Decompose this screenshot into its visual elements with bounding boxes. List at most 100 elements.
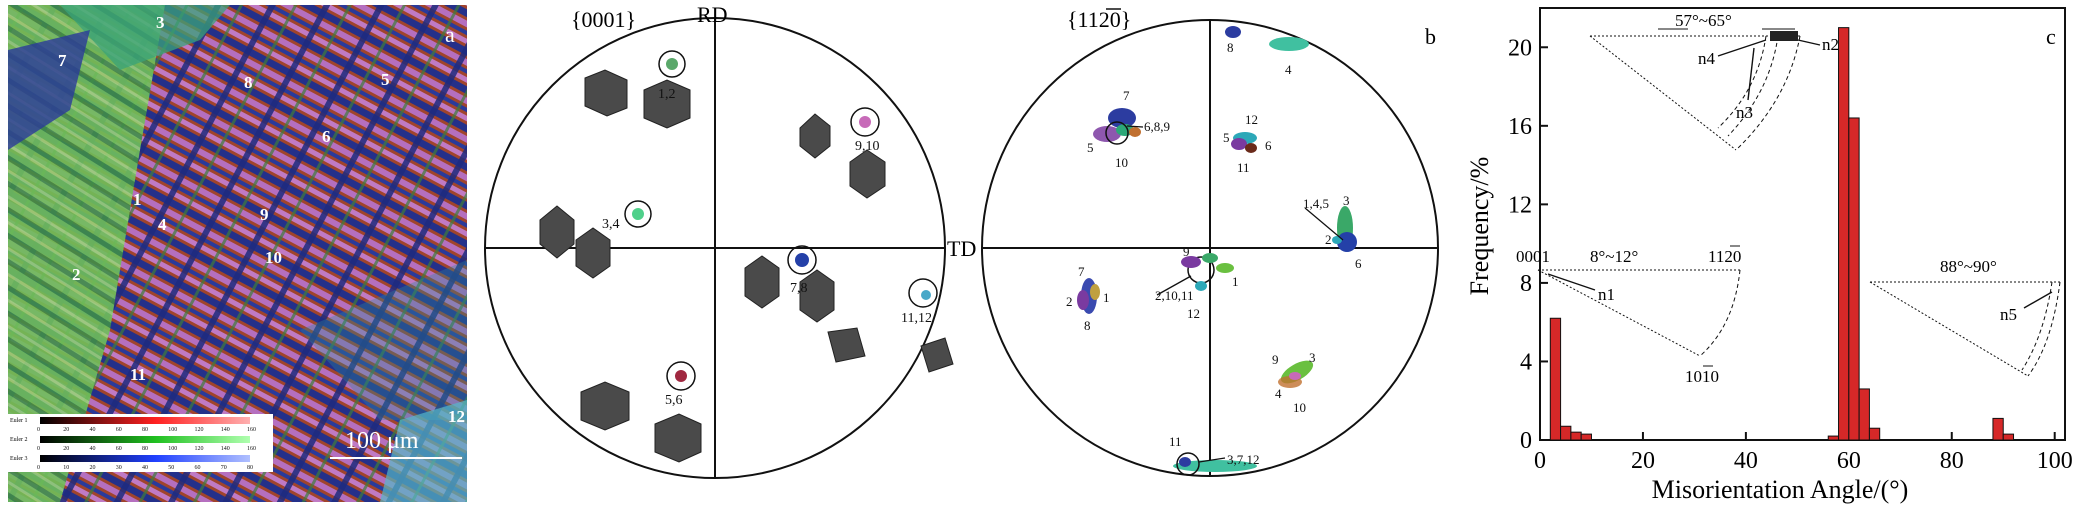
histogram-bar [1848,117,1860,441]
inset-left: 0001 8°~12° 1120 1010 n1 [1516,245,1741,386]
spot-label: 9 [1272,352,1279,367]
grain-label: 5 [381,70,390,89]
pole-spots [1077,26,1357,476]
inset-pole-label: n2 [1822,35,1839,54]
y-tick-label: 12 [1508,192,1532,218]
x-axis-label: Misorientation Angle/(°) [1652,475,1909,504]
spot-label: 5,6 [665,393,683,408]
spot-label: 10 [1293,400,1306,415]
histogram-bar [1549,317,1562,441]
spot-label: 7 [1078,264,1085,279]
y-tick-label: 16 [1508,114,1532,140]
legend-tick-label: 10 [63,465,69,471]
spot-label: 9 [1183,244,1190,259]
legend-tick-label: 0 [37,465,40,471]
legend-label: Euler 2 [10,437,28,443]
x-tick-label: 0 [1534,448,1546,474]
x-tick-label: 20 [1631,448,1655,474]
legend-tick-label: 40 [90,446,96,452]
legend-tick-label: 60 [195,465,201,471]
pf-title: {0001} [571,7,636,32]
spot-label: 4 [1275,386,1282,401]
inset-range: 8°~12° [1590,247,1638,266]
y-tick-label: 20 [1508,35,1532,61]
spot-label: 2,10,11 [1155,288,1194,303]
panel-letter: b [1425,24,1436,49]
histogram-bar [1570,431,1582,441]
legend-tick-label: 120 [195,446,204,452]
rd-label: RD [697,2,728,27]
legend-tick-label: 80 [247,465,253,471]
y-tick-label: 4 [1520,349,1532,375]
x-tick-label: 80 [1940,448,1964,474]
misorientation-histogram: c Frequency/% Misorientation Angle/(°) 0… [1465,7,2073,504]
inset-range: 57°~65° [1675,11,1732,30]
inset-pole-label: 0001 [1516,247,1550,266]
spot-label: 6 [1355,256,1362,271]
x-tick-label: 40 [1734,448,1758,474]
inset-pole-label: 1010 [1685,367,1719,386]
histogram-bar [1827,435,1840,441]
scale-bar-label: 100 μm [345,428,419,454]
inset-pole-label: n1 [1598,285,1615,304]
legend-tick-label: 50 [168,465,174,471]
y-tick-label: 0 [1520,428,1532,454]
pole-figure-1120: {1120} b [981,7,1439,477]
spot-label: 3,4 [602,217,620,232]
spot-label: 1 [1103,290,1110,305]
grain-label: 2 [72,265,81,284]
spot-label: 4 [1285,62,1292,77]
spot-label: 7 [1123,88,1130,103]
spot-label: 12 [1187,306,1200,321]
ebsd-map: 3 7 8 5 6 1 4 9 10 2 11 12 a 100 μm [8,5,467,502]
td-label: TD [947,236,976,261]
legend-tick-label: 0 [37,446,40,452]
x-tick-label: 60 [1837,448,1861,474]
pole-figure-0001: {0001} RD TD [484,2,976,479]
spot-label: 5 [1087,140,1094,155]
inset-range: 88°~90° [1940,257,1997,276]
legend-tick-label: 140 [221,446,230,452]
panel-letter: a [445,22,455,47]
histogram-bar [1838,27,1850,441]
legend-tick-label: 120 [195,427,204,433]
panel-letter: c [2046,24,2056,49]
spot-label: 10 [1115,155,1128,170]
grain-label: 6 [322,127,331,146]
spot-label: 11,12 [901,311,932,326]
legend-tick-label: 160 [247,427,256,433]
legend-tick-label: 60 [116,446,122,452]
legend-tick-label: 70 [221,465,227,471]
legend-tick-label: 40 [142,465,148,471]
y-axis-label: Frequency/% [1465,157,1494,296]
legend-tick-label: 60 [116,427,122,433]
crystal-icons [539,69,954,463]
spot-label: 3,7,12 [1227,452,1260,467]
histogram-bar [1868,427,1881,441]
inset-pole-label: n3 [1736,103,1753,122]
legend-tick-label: 140 [221,427,230,433]
spot-label: 8 [1084,318,1091,333]
x-tick-label: 100 [2037,448,2073,474]
pole-figures: {0001} RD TD [484,2,1439,479]
legend-tick-label: 80 [142,446,148,452]
pf-title: {1120} [1067,7,1131,32]
y-tick-label: 8 [1520,271,1532,297]
spot-label: 3 [1343,193,1350,208]
pole-figures-panel: {0001} RD TD [475,0,1490,510]
grain-label: 9 [260,205,269,224]
legend-tick-label: 80 [142,427,148,433]
spot-label: 12 [1245,112,1258,127]
legend-tick-label: 100 [168,427,177,433]
histogram-bar [1992,417,2004,441]
histogram-bar [2002,433,2015,441]
grain-label: 8 [244,73,253,92]
spot-label: 2 [1066,294,1073,309]
spot-label: 6 [1265,138,1272,153]
legend-tick-label: 40 [90,427,96,433]
legend-label: Euler 3 [10,456,28,462]
ebsd-map-panel: 3 7 8 5 6 1 4 9 10 2 11 12 a 100 μm [0,0,475,510]
plot-frame [1539,7,2066,441]
grain-label: 11 [130,365,146,384]
